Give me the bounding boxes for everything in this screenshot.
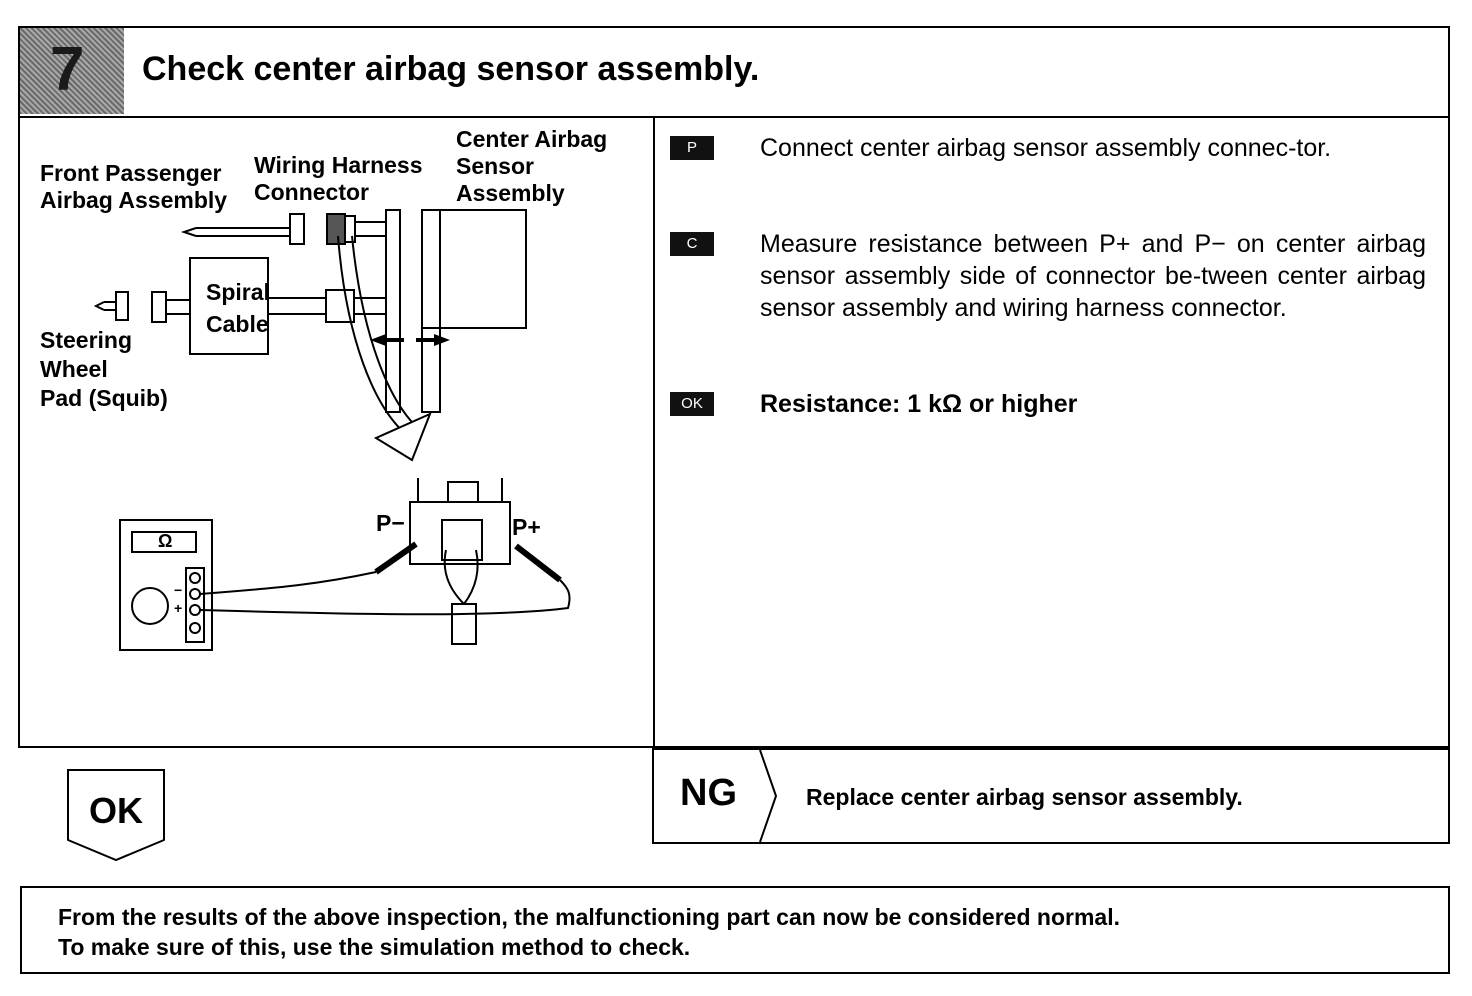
step-text-check: Measure resistance between P+ and P− on …: [760, 230, 1426, 322]
meter-minus-mark: −: [174, 582, 183, 598]
ok-result-arrow: OK: [66, 768, 166, 862]
passenger-plug: [289, 213, 305, 245]
test-lead-plus: [199, 579, 571, 616]
center-airbag-sensor: [421, 209, 527, 329]
ng-chevron-icon: [759, 750, 778, 842]
label-front-passenger: Front Passenger Airbag Assembly: [40, 160, 227, 214]
ok-arrow-shape: [67, 769, 165, 862]
meter-plus-mark: +: [174, 600, 183, 616]
conclusion-note: From the results of the above inspection…: [20, 886, 1450, 974]
connector-cavity: [441, 519, 483, 561]
step-text-ok-criteria: Resistance: 1 kΩ or higher: [760, 390, 1078, 418]
label-center-airbag-line-3: Assembly: [456, 180, 565, 206]
label-steering-wheel: Steering Wheel Pad (Squib): [40, 326, 168, 413]
arrow-left: [370, 334, 404, 346]
test-lead-minus: [199, 571, 377, 595]
multimeter-display: [131, 531, 197, 553]
label-p-plus: P+: [512, 514, 541, 540]
probe-plus: [514, 543, 562, 583]
label-steering-wheel-line-3: Pad (Squib): [40, 385, 168, 411]
step-text-prepare: Connect center airbag sensor assembly co…: [760, 134, 1332, 162]
page-title: Check center airbag sensor assembly.: [142, 50, 760, 88]
label-center-airbag-line-2: Sensor: [456, 153, 534, 179]
harness-connector-body: [344, 215, 356, 243]
inspection-panel: 7 Check center airbag sensor assembly.: [18, 26, 1450, 748]
label-steering-wheel-line-2: Wheel: [40, 356, 108, 382]
harness-connector: [326, 213, 346, 245]
arrow-right: [416, 334, 450, 346]
sensor-connector-strip: [421, 209, 441, 413]
ng-label: NG: [680, 772, 737, 814]
connector-latch: [447, 481, 479, 503]
jack-4: [189, 622, 201, 634]
wiring-diagram: Front Passenger Airbag Assembly Wiring H…: [20, 118, 653, 748]
label-wiring-harness: Wiring Harness Connector: [254, 152, 423, 206]
multimeter-jacks: [185, 567, 205, 643]
squib-connector: [115, 291, 129, 321]
curved-arrow-right: [351, 235, 421, 431]
label-front-passenger-line-1: Front Passenger: [40, 160, 222, 186]
label-front-passenger-line-2: Airbag Assembly: [40, 187, 228, 213]
jack-1: [189, 572, 201, 584]
label-center-airbag-line-1: Center Airbag: [456, 126, 608, 152]
label-steering-wheel-line-1: Steering: [40, 327, 133, 353]
label-spiral-cable-line-2: Cable: [206, 311, 269, 337]
label-spiral-cable: Spiral Cable: [206, 276, 270, 340]
note-line-2: To make sure of this, use the simulation…: [58, 934, 691, 960]
label-wiring-harness-line-1: Wiring Harness: [254, 152, 423, 178]
sensor-side-connector: [385, 209, 401, 413]
step-tag-ok: OK: [670, 392, 714, 416]
spiral-connector: [325, 289, 355, 323]
label-center-airbag: Center Airbag Sensor Assembly: [456, 126, 607, 207]
label-wiring-harness-line-2: Connector: [254, 179, 369, 205]
curved-arrow-head: [373, 412, 432, 462]
passenger-wire-tip: [180, 227, 197, 237]
ng-result-box: NG Replace center airbag sensor assembly…: [652, 748, 1450, 844]
label-p-minus: P−: [376, 510, 405, 536]
connector-closeup: [409, 501, 511, 565]
diagram-drawing: [93, 209, 571, 651]
step-number-badge: 7: [20, 28, 124, 114]
jack-2: [189, 588, 201, 600]
probe-lead-inner-right: [463, 549, 479, 605]
probe-minus: [374, 541, 418, 575]
harness-bundle: [451, 603, 477, 645]
squib-plug: [151, 291, 167, 323]
note-line-1: From the results of the above inspection…: [58, 904, 1120, 930]
title-bar: 7 Check center airbag sensor assembly.: [20, 28, 1448, 118]
squib-tip-point: [93, 301, 105, 311]
ng-action-text: Replace center airbag sensor assembly.: [806, 784, 1243, 810]
step-number: 7: [50, 35, 85, 104]
step-tag-c: C: [670, 232, 714, 256]
slide-arrows: [370, 334, 450, 346]
label-spiral-cable-line-1: Spiral: [206, 279, 270, 305]
ok-label: OK: [89, 790, 143, 831]
step-tag-p: P: [670, 136, 714, 160]
column-divider: [653, 116, 655, 748]
spiral-cable: [189, 257, 269, 355]
jack-3: [189, 604, 201, 616]
multimeter: [119, 519, 213, 651]
multimeter-dial: [131, 587, 169, 625]
curved-arrow-left: [337, 235, 409, 437]
probe-lead-inner-left: [443, 549, 465, 605]
ohm-symbol: Ω: [158, 531, 173, 551]
